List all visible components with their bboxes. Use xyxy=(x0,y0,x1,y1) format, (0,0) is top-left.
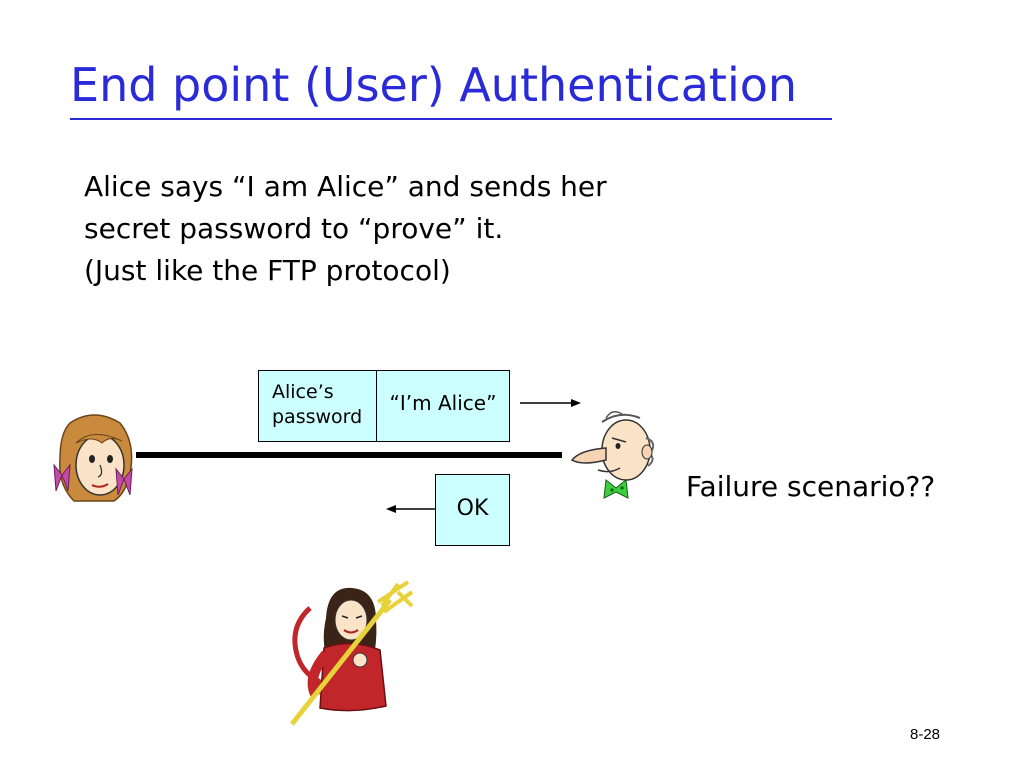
slide-number: 8-28 xyxy=(910,726,941,743)
body-text-line-2: secret password to “prove” it. xyxy=(84,212,504,245)
alice-figure xyxy=(53,414,133,502)
title-underline xyxy=(70,118,832,120)
arrow-right-icon xyxy=(520,399,581,407)
body-text-line-3: (Just like the FTP protocol) xyxy=(84,254,451,287)
slide-title: End point (User) Authentication xyxy=(70,58,798,112)
password-cell: Alice’s password xyxy=(259,371,377,441)
outgoing-message: Alice’s password “I’m Alice” xyxy=(258,370,510,442)
arrow-left-icon xyxy=(386,505,436,513)
trudy-figure xyxy=(290,580,414,726)
claim-cell: “I’m Alice” xyxy=(389,391,497,415)
password-label-line-1: Alice’s xyxy=(272,381,334,403)
bob-figure xyxy=(570,411,655,499)
password-label-line-2: password xyxy=(272,405,363,428)
body-text-line-1: Alice says “I am Alice” and sends her xyxy=(84,170,607,203)
failure-scenario-text: Failure scenario?? xyxy=(686,470,936,503)
ok-reply-message: OK xyxy=(435,474,510,546)
